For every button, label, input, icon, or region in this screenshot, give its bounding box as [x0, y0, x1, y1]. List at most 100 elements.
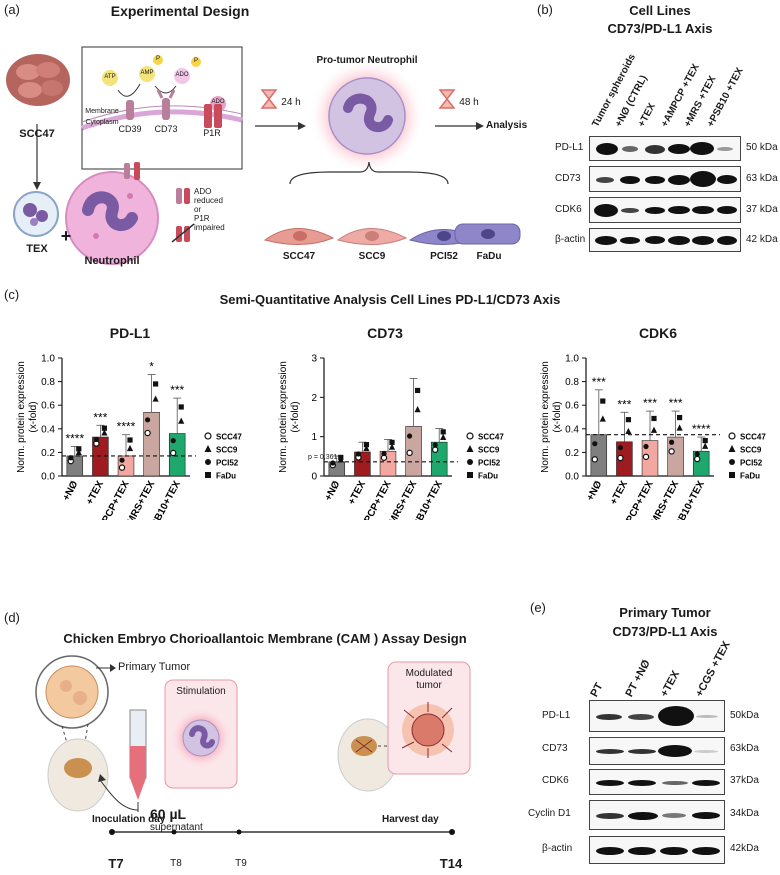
blot-b-row-actin: [589, 228, 741, 252]
legend-label: PCI52: [478, 459, 501, 468]
blot-b-row-label-cdk6: CDK6: [555, 204, 582, 215]
marker-scc9: [702, 442, 709, 449]
panel-c-title: Semi-Quantitative Analysis Cell Lines PD…: [219, 292, 561, 307]
significance-label: ***: [170, 383, 184, 397]
blot-b-kda-pdl1: 50 kDa: [746, 142, 778, 153]
blot-e-row-label-cdk6: CDK6: [542, 775, 569, 786]
timepoint-t9: T9: [235, 858, 247, 869]
significance-label: ***: [93, 410, 107, 424]
marker-pci52: [355, 451, 361, 457]
significance-label: ****: [65, 432, 84, 446]
x-tick-label: +TEX: [608, 479, 630, 507]
marker-fadu: [625, 417, 631, 423]
volume-label: 60 µL: [150, 806, 187, 822]
marker-scc47: [642, 453, 650, 461]
marker-pci52: [643, 443, 649, 450]
marker-fadu: [178, 404, 184, 410]
y-tick-label: 0.0: [41, 472, 55, 483]
marker-fadu: [153, 381, 159, 387]
legend-label: SCC9: [478, 446, 500, 455]
marker-fadu: [729, 472, 735, 478]
supernatant-label: supernatant: [150, 822, 203, 833]
blot-b-kda-cd73: 63 kDa: [746, 173, 778, 184]
blot-e-row-cd73: [589, 737, 725, 765]
bar: [641, 440, 659, 477]
marker-pci52: [467, 459, 473, 465]
lane-label-tex: +TEX: [636, 101, 658, 130]
p1r-label: P1R: [203, 128, 221, 138]
ado-label: ADO: [175, 72, 189, 78]
y-tick-label: 2: [311, 393, 317, 404]
panel-a-letter: (a): [4, 2, 20, 17]
experimental-design-diagram: [6, 46, 521, 265]
y-axis-label-line-1: Norm. protein expression: [540, 361, 551, 473]
significance-label: *: [149, 360, 154, 374]
marker-pci52: [93, 436, 99, 443]
marker-scc9: [126, 444, 134, 452]
y-tick-label: 0.2: [41, 448, 55, 459]
blot-b-row-cd73: [589, 166, 741, 192]
x-tick-label: +TEX: [84, 479, 106, 507]
blot-b-row-label-pdl1: PD-L1: [555, 142, 584, 153]
panel-a-title: Experimental Design: [110, 3, 250, 19]
marker-scc9: [440, 433, 447, 440]
marker-scc9: [676, 424, 683, 431]
marker-pci52: [119, 457, 125, 463]
marker-fadu: [651, 415, 657, 422]
marker-fadu: [677, 414, 683, 421]
marker-scc47: [169, 449, 177, 457]
y-tick-label: 0.6: [41, 401, 55, 412]
analysis-label: Analysis: [486, 120, 528, 131]
time-48h-label: 48 h: [459, 97, 479, 108]
cell-line-scc47: SCC47: [282, 251, 316, 262]
marker-scc47: [668, 448, 675, 455]
marker-scc47: [431, 446, 439, 453]
legend-label: SCC9: [216, 446, 238, 455]
marker-scc47: [466, 432, 474, 440]
panel-e-letter: (e): [530, 600, 546, 615]
panel-e-title-2: CD73/PD-L1 Axis: [612, 624, 718, 639]
y-axis-label-line-1: Norm. protein expression: [16, 361, 27, 473]
marker-scc9: [363, 444, 370, 452]
y-axis-label: Norm. protein expression(x-fold): [16, 361, 39, 473]
timepoint-t14: T14: [439, 856, 463, 871]
y-tick-label: 0.4: [565, 424, 579, 435]
marker-scc47: [204, 432, 212, 440]
lane-label-pt: PT: [588, 680, 606, 699]
y-axis-label: Norm. protein expression(x-fold): [540, 361, 563, 473]
neutrophil-label: Neutrophil: [84, 255, 140, 267]
cell-line-scc9: SCC9: [358, 251, 386, 262]
marker-scc47: [406, 449, 413, 457]
marker-pci52: [170, 438, 176, 444]
y-tick-label: 0.8: [565, 377, 579, 388]
bar: [590, 434, 608, 477]
marker-fadu: [415, 387, 421, 394]
p-label-1: P: [155, 56, 160, 62]
cd73-pvalue-annotation: p = 0,361: [308, 454, 338, 461]
plus-sign: +: [60, 226, 72, 246]
cd73-label: CD73: [154, 124, 178, 134]
marker-fadu: [702, 438, 708, 444]
marker-pci52: [617, 445, 623, 451]
significance-label: ***: [669, 396, 683, 410]
modulated-tumor-label-2: tumor: [416, 680, 442, 691]
y-tick-label: 1: [311, 432, 317, 443]
stimulation-label: Stimulation: [176, 686, 226, 697]
modulated-tumor-label-1: Modulated: [405, 668, 453, 679]
legend-label: FaDu: [216, 472, 236, 481]
pdl1-bar-chart: Norm. protein expression(x-fold)0.0 0.2 0.…: [16, 354, 242, 521]
significance-label: ***: [592, 375, 606, 389]
y-tick-label: 0: [311, 472, 317, 483]
marker-fadu: [76, 446, 82, 452]
blot-b-row-pdl1: [589, 136, 741, 161]
y-tick-label: 0.0: [565, 472, 579, 483]
blot-e-row-cdk6: [589, 769, 725, 795]
significance-label: ***: [643, 396, 657, 410]
y-tick-label: 0.8: [41, 377, 55, 388]
legend-label: SCC47: [216, 433, 242, 442]
amp-label: AMP: [140, 70, 154, 76]
y-axis-label-line-2: (x-fold): [290, 401, 301, 432]
time-24h-label: 24 h: [281, 97, 301, 108]
y-tick-label: 1.0: [41, 354, 55, 365]
blot-b-row-label-actin: β-actin: [555, 234, 586, 245]
